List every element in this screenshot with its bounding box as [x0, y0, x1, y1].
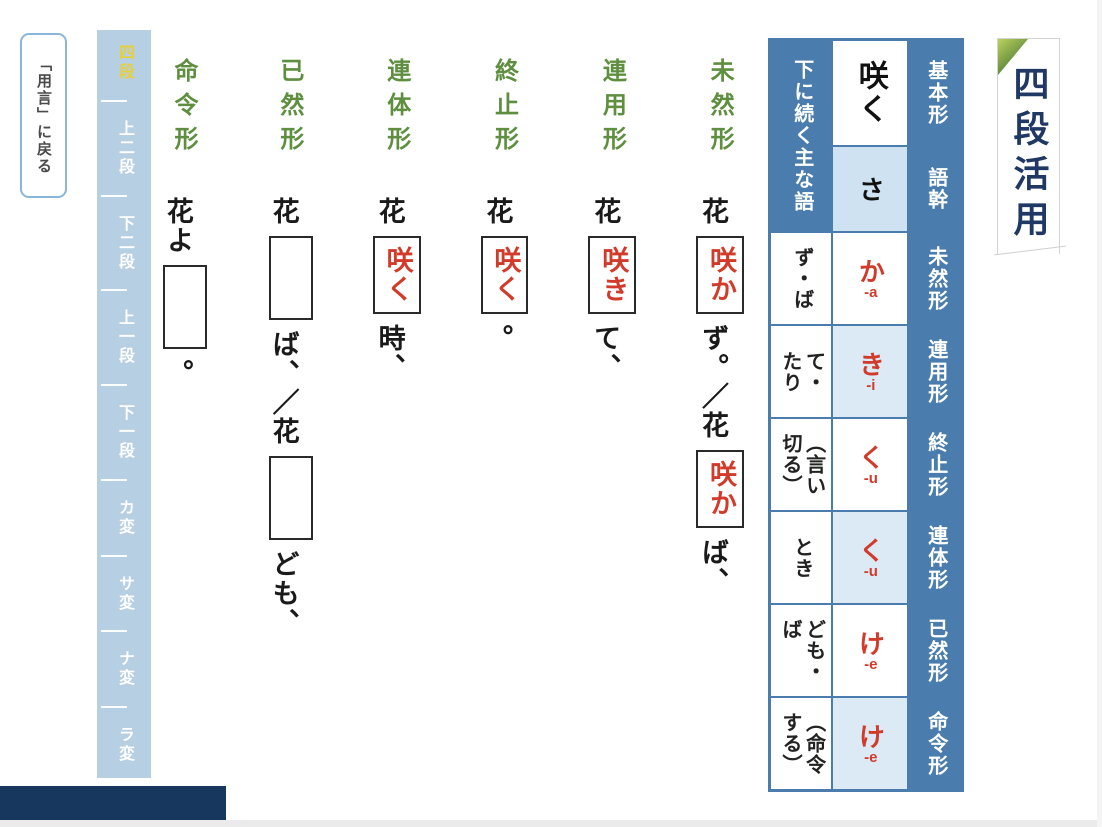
sidebar-item-shimoichidan[interactable]: 下一段 [112, 404, 136, 461]
table-header-form: 未然形 [908, 232, 962, 325]
sentence-text: ず。／花 [697, 324, 728, 440]
table-cell-stem: さ [832, 146, 908, 232]
column-heading: 已然形 [275, 58, 303, 160]
sidebar-divider [101, 384, 127, 387]
table-header-form: 連体形 [908, 511, 962, 604]
column-rentaikei: 連体形 花咲く時、 [372, 42, 421, 707]
table-cell-ending: く-u [832, 418, 908, 511]
sentence-text: 花 [697, 197, 728, 226]
column-mizenkei: 未然形 花咲かず。／花咲かば、 [695, 42, 744, 707]
back-to-yougen-button[interactable]: 「用言」に戻る [20, 33, 67, 198]
sidebar-item-yodan[interactable]: 四段 [112, 44, 136, 82]
sentence-text: 花 [590, 197, 621, 226]
sidebar-item-sahen[interactable]: サ変 [112, 575, 136, 613]
table-cell-continuing: ども・ ば [770, 604, 832, 697]
sentence-text: ば、／花 [268, 330, 299, 446]
bottom-accent-bar [0, 786, 226, 820]
sidebar-item-label: ラ変 [116, 726, 133, 764]
column-izenkei: 已然形 花ば、／花ども、 [266, 42, 313, 707]
column-renyoukei: 連用形 花咲きて、 [587, 42, 637, 707]
slide-edge-right [1097, 0, 1102, 827]
table-cell-ending: か-a [832, 232, 908, 325]
sidebar-item-rahen[interactable]: ラ変 [112, 726, 136, 764]
sentence-text: 。 [482, 324, 513, 353]
sentence-text: 花 [482, 197, 513, 226]
table-cell-ending: け-e [832, 697, 908, 790]
example-sentence: 花咲かず。／花咲かば、 [695, 197, 744, 596]
sidebar-item-label: サ変 [116, 574, 133, 613]
answer-box: 咲く [480, 236, 529, 314]
example-sentence: 花ば、／花ども、 [266, 197, 313, 637]
answer-box: 咲か [696, 236, 744, 314]
table-header-form: 命令形 [908, 697, 962, 790]
page-title-banner: 四段活用 [997, 38, 1060, 254]
table-header-stem: 語幹 [908, 146, 962, 232]
answer-box: 咲か [696, 450, 744, 528]
conjugation-type-sidebar: 四段 上二段 下二段 上一段 下一段 カ変 サ変 ナ変 ラ変 [97, 30, 151, 778]
table-cell-ending: く-u [832, 511, 908, 604]
column-heading: 連用形 [598, 58, 626, 160]
example-sentence: 花よ。 [160, 197, 207, 388]
sentence-text: 花 [374, 197, 405, 226]
sidebar-divider [101, 706, 127, 709]
sidebar-item-label: 四段 [116, 44, 133, 82]
sidebar-item-shimonidan[interactable]: 下二段 [112, 215, 136, 272]
sidebar-item-nahen[interactable]: ナ変 [112, 650, 136, 688]
column-heading: 連体形 [382, 58, 410, 160]
answer-box-empty [268, 236, 313, 320]
column-heading: 未然形 [706, 58, 734, 160]
sidebar-item-kamiichidan[interactable]: 上一段 [112, 309, 136, 366]
sentence-text: て、 [590, 324, 621, 382]
page-title: 四段活用 [1008, 65, 1050, 245]
answer-box-empty [268, 456, 313, 540]
sentence-text: 。 [162, 359, 193, 388]
conjugation-table: 下に続く主な語 咲く 基本形 さ 語幹 ず・ば か-a 未然形 て・ たり き-… [768, 38, 964, 792]
table-cell-continuing: （言い 切る） [770, 418, 832, 511]
sidebar-item-kaminidan[interactable]: 上二段 [112, 120, 136, 177]
answer-box-empty [162, 265, 207, 349]
table-header-form: 連用形 [908, 325, 962, 418]
example-sentence: 花咲きて、 [587, 197, 637, 382]
sentence-text: 花 [268, 197, 299, 226]
table-cell-continuing: （命令 する） [770, 697, 832, 790]
sentence-text: ども、 [268, 550, 299, 637]
example-sentences-area: 未然形 花咲かず。／花咲かば、 連用形 花咲きて、 終止形 花咲く。 連体形 花… [160, 42, 744, 707]
column-heading: 終止形 [490, 58, 518, 160]
table-header-form: 已然形 [908, 604, 962, 697]
table-header-base-form: 基本形 [908, 40, 962, 146]
sentence-text: 時、 [374, 324, 405, 382]
table-header-form: 終止形 [908, 418, 962, 511]
sidebar-item-kahen[interactable]: カ変 [112, 499, 136, 537]
table-cell-continuing: ず・ば [770, 232, 832, 325]
sentence-text: 花よ [162, 197, 193, 255]
table-cell-ending: き-i [832, 325, 908, 418]
sidebar-divider [101, 194, 127, 197]
sidebar-item-label: ナ変 [116, 650, 133, 689]
example-sentence: 花咲く時、 [372, 197, 421, 382]
table-cell-ending: け-e [832, 604, 908, 697]
sentence-text: ば、 [697, 538, 728, 596]
sidebar-item-label: カ変 [116, 498, 133, 537]
back-button-label: 「用言」に戻る [35, 56, 52, 175]
answer-box: 咲き [588, 236, 637, 314]
example-sentence: 花咲く。 [480, 197, 529, 353]
table-cell-continuing: とき [770, 511, 832, 604]
sidebar-divider [101, 554, 127, 557]
answer-box: 咲く [372, 236, 421, 314]
sidebar-item-label: 下一段 [116, 404, 133, 461]
slide-edge-bottom [0, 820, 1102, 827]
table-header-continuing-words: 下に続く主な語 [770, 40, 832, 232]
column-shuushikei: 終止形 花咲く。 [480, 42, 529, 707]
sidebar-item-label: 上一段 [116, 309, 133, 367]
sidebar-divider [101, 289, 127, 292]
column-heading: 命令形 [169, 58, 197, 160]
sidebar-item-label: 上二段 [116, 119, 133, 177]
sidebar-divider [101, 478, 127, 481]
table-cell-continuing: て・ たり [770, 325, 832, 418]
column-meireikei: 命令形 花よ。 [160, 42, 207, 707]
sidebar-divider [101, 99, 127, 102]
table-cell-base-form: 咲く [832, 40, 908, 146]
sidebar-item-label: 下二段 [116, 214, 133, 272]
sidebar-divider [101, 630, 127, 633]
